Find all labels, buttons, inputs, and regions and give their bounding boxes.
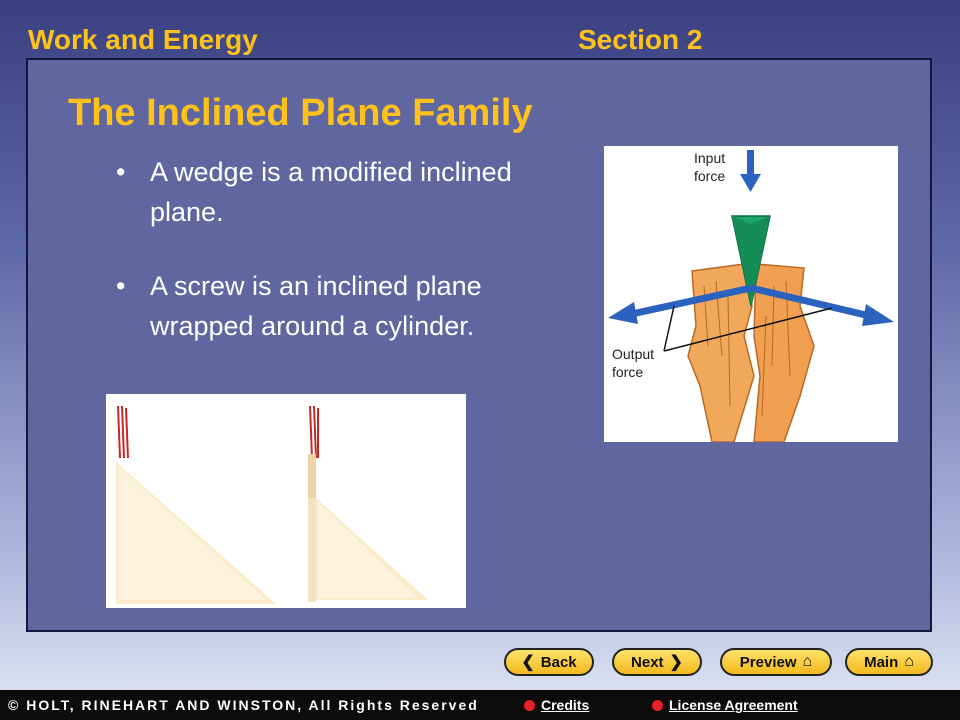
- slide-title: The Inclined Plane Family: [68, 92, 533, 134]
- main-button[interactable]: Main ⌂: [845, 648, 933, 676]
- license-agreement-link[interactable]: License Agreement: [652, 697, 798, 713]
- copyright-text: © HOLT, RINEHART AND WINSTON, All Rights…: [8, 697, 479, 713]
- back-button[interactable]: ❮ Back: [504, 648, 594, 676]
- license-link-label: License Agreement: [669, 697, 798, 713]
- screw-diagram: [106, 394, 466, 608]
- chevron-right-icon: ❯: [669, 654, 683, 671]
- bullet-dot-icon: [524, 700, 535, 711]
- screw-illustration: [116, 405, 428, 604]
- input-force-label: Input: [694, 150, 726, 166]
- preview-button[interactable]: Preview ⌂: [720, 648, 832, 676]
- chapter-title: Work and Energy: [28, 24, 258, 55]
- bullet-item: A wedge is a modified inclined plane.: [116, 152, 556, 232]
- wedge-diagram: Input force Output force: [604, 146, 898, 442]
- credits-link-label: Credits: [541, 697, 590, 713]
- home-icon: ⌂: [904, 653, 914, 670]
- slide-panel: The Inclined Plane Family A wedge is a m…: [26, 58, 932, 632]
- main-button-label: Main: [864, 653, 899, 671]
- footer-bar: © HOLT, RINEHART AND WINSTON, All Rights…: [0, 690, 960, 720]
- output-force-label: force: [612, 364, 644, 380]
- bullet-item: A screw is an inclined plane wrapped aro…: [116, 266, 556, 346]
- chevron-left-icon: ❮: [521, 654, 535, 671]
- section-label: Section 2: [578, 24, 703, 55]
- input-force-label: force: [694, 168, 726, 184]
- credits-link[interactable]: Credits: [524, 697, 589, 713]
- wedge-illustration: [608, 150, 894, 442]
- next-button[interactable]: Next ❯: [612, 648, 702, 676]
- next-button-label: Next: [631, 653, 664, 671]
- preview-button-label: Preview: [739, 653, 797, 671]
- home-icon: ⌂: [802, 653, 813, 670]
- back-button-label: Back: [540, 653, 577, 671]
- bullet-list: A wedge is a modified inclined plane. A …: [116, 152, 556, 380]
- bullet-dot-icon: [652, 700, 663, 711]
- output-force-label: Output: [612, 346, 655, 362]
